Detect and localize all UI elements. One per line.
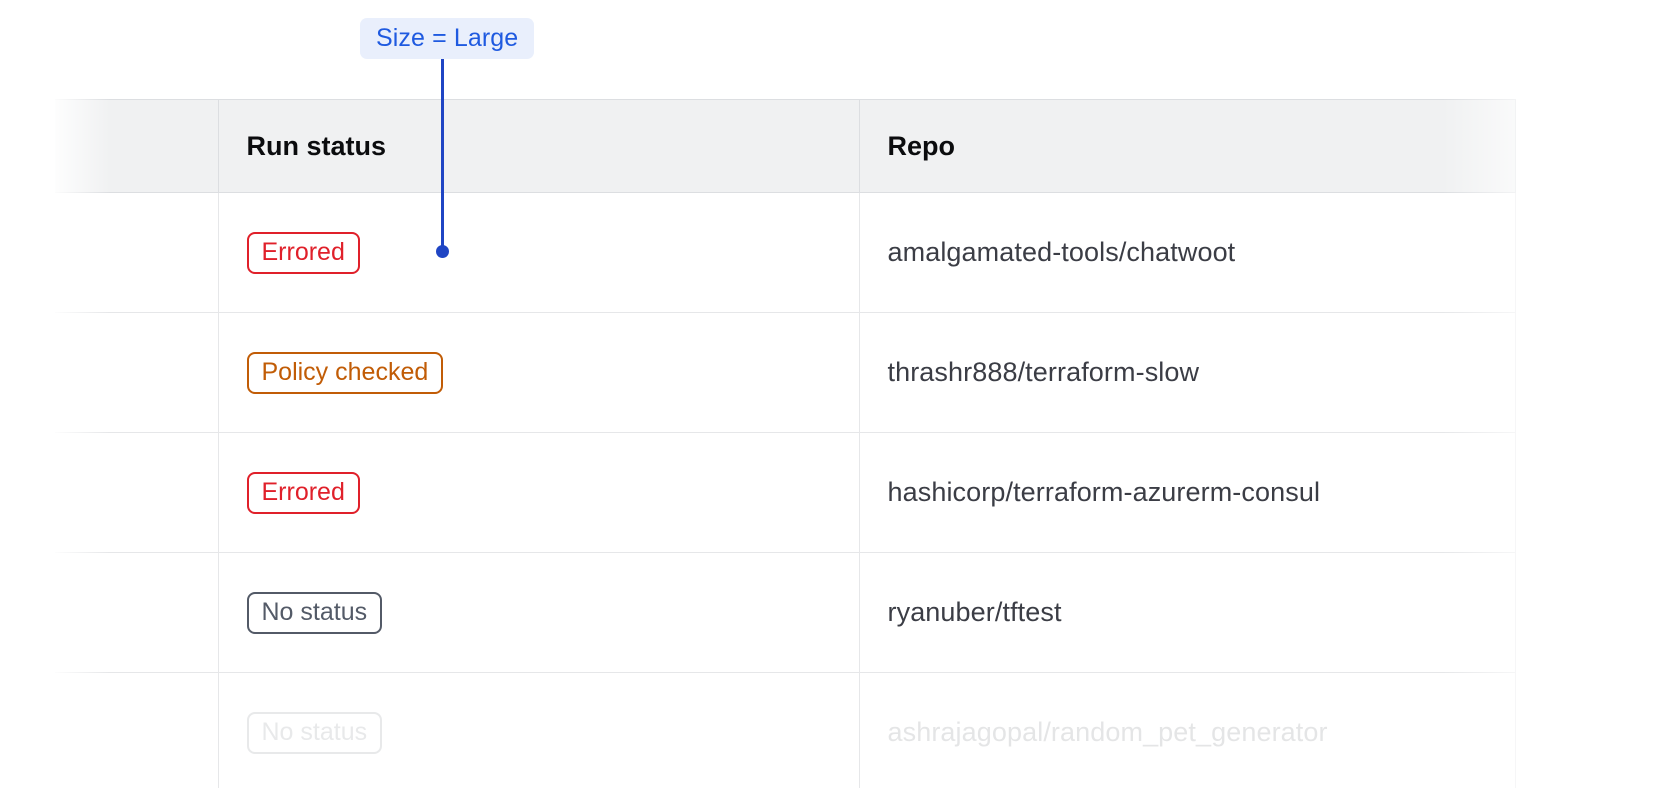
cell-run-status: Policy checked — [218, 312, 860, 433]
cell-run-status: Errored — [218, 192, 860, 313]
cell-spacer — [55, 432, 219, 553]
cell-repo[interactable]: hashicorp/terraform-azurerm-consul — [859, 432, 1516, 553]
cell-spacer — [55, 672, 219, 788]
table-header: Run status Repo — [55, 99, 1516, 193]
annotation-label-size-large: Size = Large — [360, 18, 535, 59]
table-row[interactable]: No status ashrajagopal/random_pet_genera… — [55, 672, 1516, 788]
status-badge[interactable]: Errored — [246, 471, 360, 514]
table-row[interactable]: No status ryanuber/tftest — [55, 552, 1516, 673]
annotation-anchor-dot — [436, 245, 449, 258]
table-header-row: Run status Repo — [55, 99, 1516, 193]
status-badge[interactable]: Policy checked — [246, 351, 444, 394]
cell-run-status: No status — [218, 672, 860, 788]
table-body: Errored amalgamated-tools/chatwoot Polic… — [55, 192, 1516, 788]
cell-run-status: No status — [218, 552, 860, 673]
column-header-run-status[interactable]: Run status — [218, 99, 860, 193]
column-header-spacer — [55, 99, 219, 193]
cell-spacer — [55, 552, 219, 673]
status-badge[interactable]: No status — [246, 591, 383, 634]
table-row[interactable]: Errored amalgamated-tools/chatwoot — [55, 192, 1516, 313]
status-badge[interactable]: Errored — [246, 231, 360, 274]
run-status-table-container: Run status Repo Errored amalgamated-tool… — [55, 99, 1516, 788]
cell-spacer — [55, 192, 219, 313]
cell-repo[interactable]: ashrajagopal/random_pet_generator — [859, 672, 1516, 788]
cell-repo[interactable]: amalgamated-tools/chatwoot — [859, 192, 1516, 313]
annotation-leader-line — [441, 57, 444, 249]
cell-repo[interactable]: ryanuber/tftest — [859, 552, 1516, 673]
cell-spacer — [55, 312, 219, 433]
table-row[interactable]: Errored hashicorp/terraform-azurerm-cons… — [55, 432, 1516, 553]
cell-run-status: Errored — [218, 432, 860, 553]
run-status-table: Run status Repo Errored amalgamated-tool… — [55, 99, 1516, 788]
column-header-repo[interactable]: Repo — [859, 99, 1516, 193]
status-badge[interactable]: No status — [246, 711, 383, 754]
table-row[interactable]: Policy checked thrashr888/terraform-slow — [55, 312, 1516, 433]
cell-repo[interactable]: thrashr888/terraform-slow — [859, 312, 1516, 433]
